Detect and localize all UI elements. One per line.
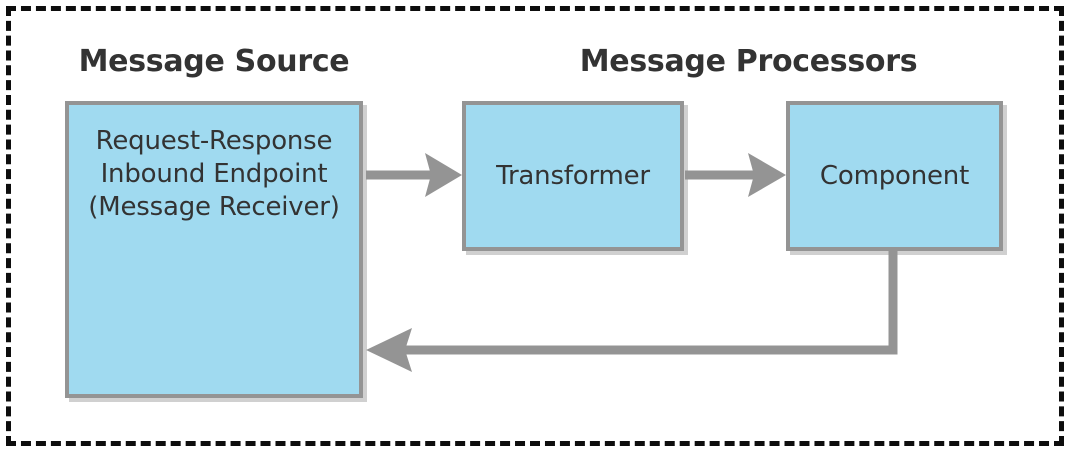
node-label-transformer: Transformer	[496, 160, 650, 191]
node-component[interactable]: Component	[786, 101, 1003, 251]
node-label-message-source: Request-Response Inbound Endpoint (Messa…	[88, 126, 340, 222]
flow-boundary-dashed	[6, 6, 1064, 446]
node-transformer[interactable]: Transformer	[462, 101, 684, 251]
group-title-message-source: Message Source	[78, 44, 350, 79]
node-message-source[interactable]: Request-Response Inbound Endpoint (Messa…	[65, 101, 363, 398]
group-title-message-processors: Message Processors	[579, 44, 918, 79]
node-label-component: Component	[819, 160, 970, 191]
